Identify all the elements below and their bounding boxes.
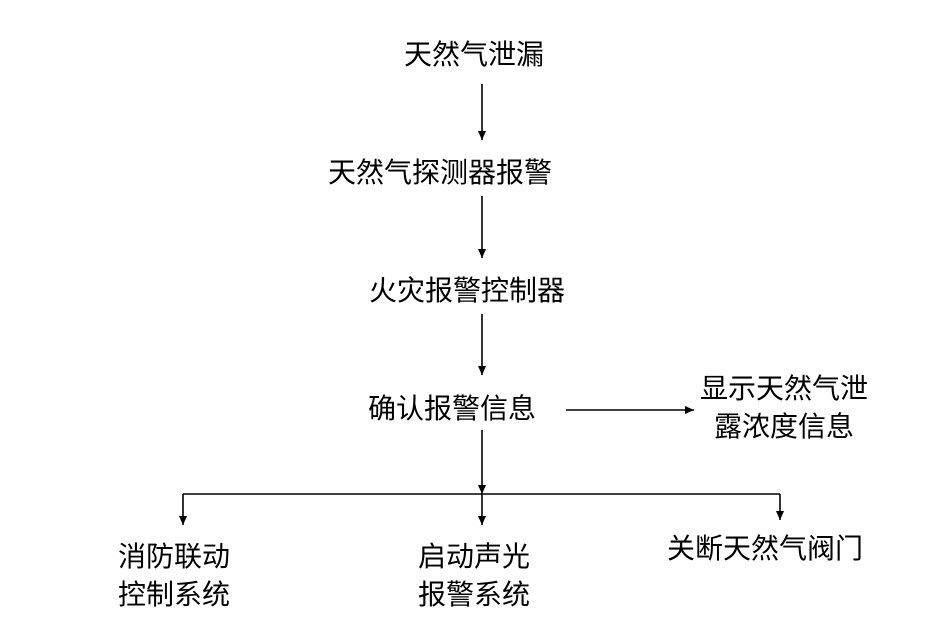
node-sound-light-alarm-system: 启动声光 报警系统 [418,538,530,614]
node-fire-alarm-controller: 火灾报警控制器 [369,274,566,307]
sound-light-line-2: 报警系统 [418,578,531,611]
fire-linkage-line-1: 消防联动 [118,540,231,573]
node-shutoff-gas-valve: 关断天然气阀门 [667,532,864,565]
display-line-1: 显示天然气泄 [700,372,869,405]
node-confirm-alarm-info: 确认报警信息 [368,392,537,425]
display-line-2: 露浓度信息 [714,410,855,443]
node-fire-linkage-control-system: 消防联动 控制系统 [118,538,230,614]
node-gas-leak: 天然气泄漏 [404,38,545,71]
node-gas-detector-alarm: 天然气探测器报警 [328,156,553,189]
node-display-concentration-info: 显示天然气泄 露浓度信息 [700,370,868,446]
fire-linkage-line-2: 控制系统 [118,578,231,611]
sound-light-line-1: 启动声光 [418,540,531,573]
